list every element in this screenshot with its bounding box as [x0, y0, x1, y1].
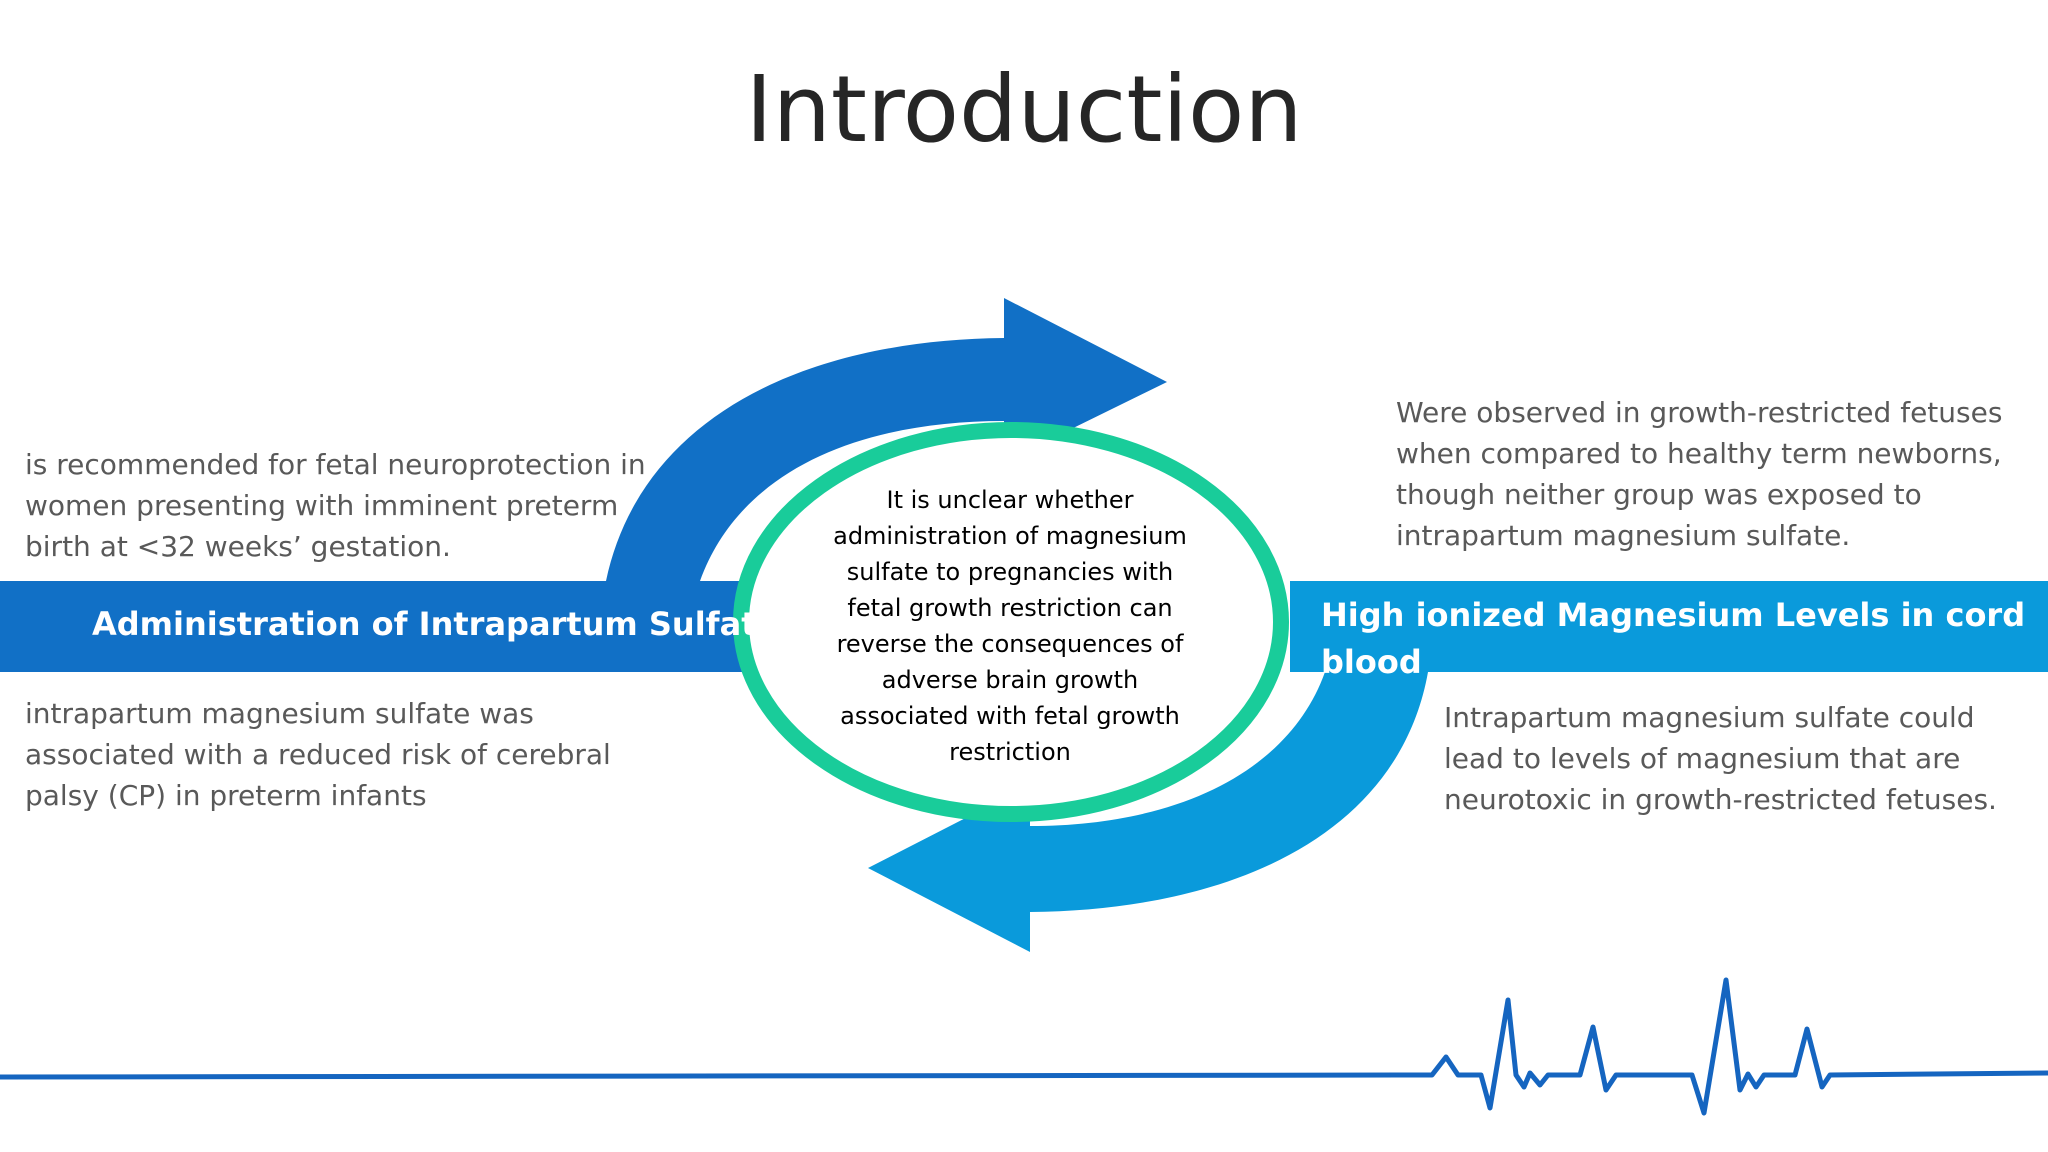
ecg-line: [0, 977, 2048, 1116]
bottom-curved-arrow: [868, 672, 1428, 952]
left-band-label: Administration of Intrapartum Sulfate: [92, 605, 779, 643]
right-band: [1290, 581, 2048, 672]
page-title: Introduction: [745, 56, 1303, 163]
left-bottom-text: intrapartum magnesium sulfate was associ…: [25, 697, 611, 812]
right-top-text: Were observed in growth-restricted fetus…: [1396, 396, 2003, 552]
left-top-text: is recommended for fetal neuroprotection…: [25, 448, 646, 563]
right-band-label: High ionized Magnesium Levels in cord bl…: [1321, 596, 2026, 681]
left-band: [0, 581, 760, 672]
right-bottom-text: Intrapartum magnesium sulfate could lead…: [1444, 701, 1997, 816]
top-curved-arrow: [606, 298, 1167, 581]
center-text: It is unclear whether administration of …: [833, 486, 1187, 766]
center-ring: [733, 422, 1289, 822]
